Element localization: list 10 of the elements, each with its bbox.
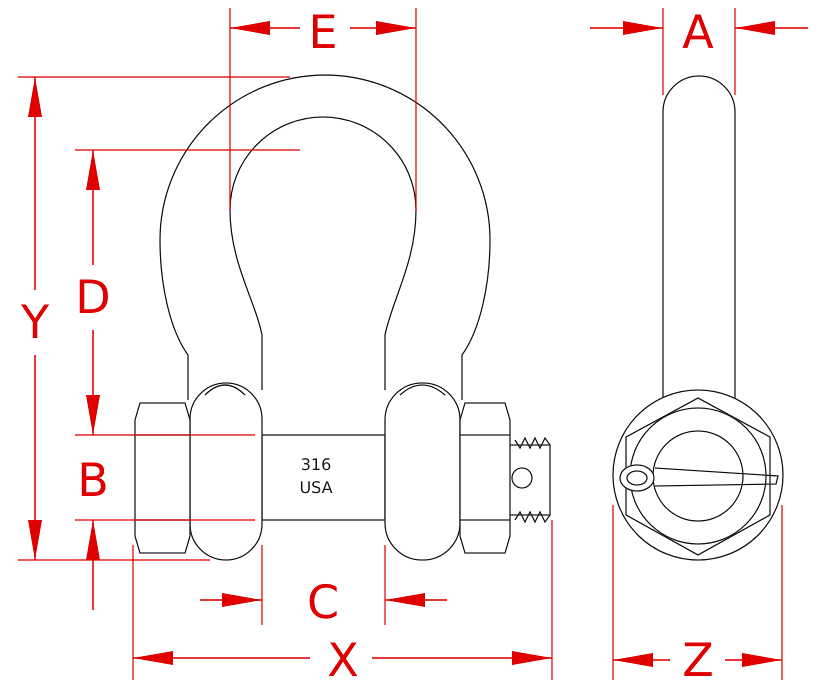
dimension-label: C xyxy=(306,579,340,625)
dimension-label: B xyxy=(77,457,109,503)
dimension-label: X xyxy=(327,637,359,683)
stamp-text: USA xyxy=(299,480,333,496)
dimension-label: A xyxy=(682,9,714,55)
dimension-label: E xyxy=(308,9,338,55)
dimension-label: D xyxy=(75,274,111,320)
stamp-text: 316 xyxy=(300,457,332,473)
dimension-label: Z xyxy=(682,637,714,683)
dimension-label: Y xyxy=(20,299,50,345)
